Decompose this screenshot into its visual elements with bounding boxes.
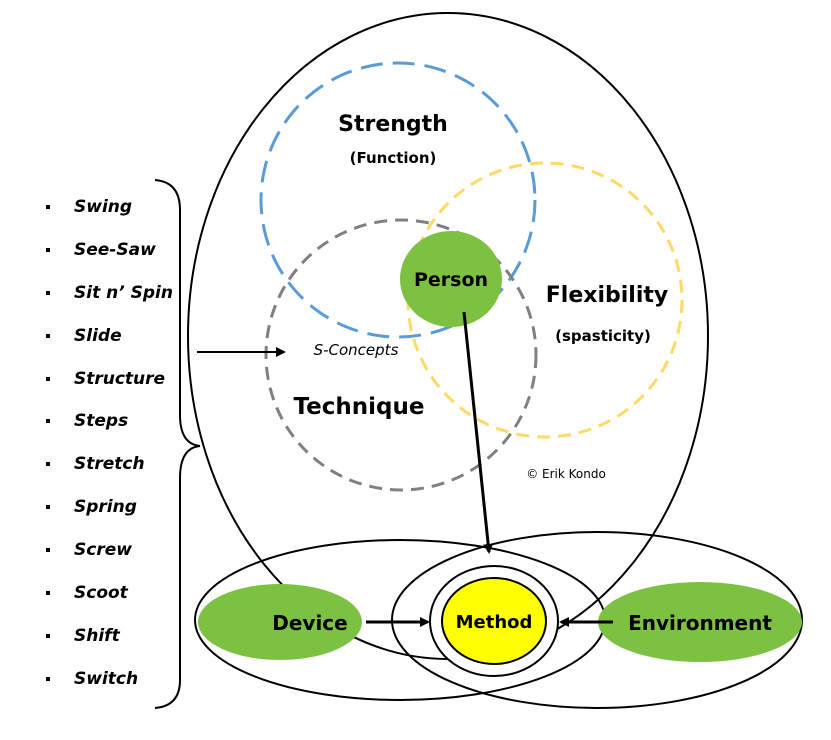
list-item-label: Swing [74,197,133,217]
list-item-label: Sit n’ Spin [74,283,173,303]
list-item-stretch: Stretch [46,453,145,475]
environment-context-ellipse [391,531,803,709]
bullet-icon [46,334,50,338]
list-item-sit-n-spin: Sit n’ Spin [46,282,173,304]
strength-circle [259,61,537,339]
bullet-icon [46,591,50,595]
bullet-icon [46,419,50,423]
bullet-icon [46,377,50,381]
bullet-icon [46,205,50,209]
environment-label: Environment [628,611,772,635]
person-to-method-arrow [462,311,494,554]
device-node [198,584,362,660]
spasticity-label: (spasticity) [555,327,651,345]
list-item-spring: Spring [46,496,137,518]
list-item-structure: Structure [46,368,165,390]
bullet-icon [46,677,50,681]
bullet-icon [46,291,50,295]
list-item-label: Slide [74,326,122,346]
list-item-screw: Screw [46,539,132,561]
list-item-label: Steps [74,411,129,431]
method-label: Method [456,612,533,633]
list-item-label: See-Saw [74,240,156,260]
list-item-label: Shift [74,626,120,646]
method-node [441,577,547,665]
list-item-swing: Swing [46,196,132,218]
list-item-label: Spring [74,497,137,517]
list-item-label: Structure [74,369,166,389]
list-item-label: Switch [74,669,139,689]
list-item-steps: Steps [46,410,128,432]
technique-label: Technique [294,394,425,420]
bullet-icon [46,505,50,509]
bullet-icon [46,634,50,638]
bullet-icon [46,548,50,552]
technique-circle [264,218,538,492]
list-item-label: Screw [74,540,132,560]
person-node [400,231,502,327]
list-item-see-saw: See-Saw [46,239,156,261]
s-concepts-label: S-Concepts [314,341,399,359]
strength-label: Strength [338,112,448,137]
list-brace [154,179,201,709]
flexibility-label: Flexibility [546,283,668,308]
list-item-switch: Switch [46,668,138,690]
list-item-scoot: Scoot [46,582,128,604]
environment-node [598,582,802,662]
bullet-icon [46,248,50,252]
function-label: (Function) [350,149,437,167]
list-item-label: Scoot [74,583,128,603]
bullet-icon [46,462,50,466]
device-label: Device [272,611,347,635]
person-label: Person [414,269,488,291]
list-item-label: Stretch [74,454,145,474]
list-item-slide: Slide [46,325,122,347]
list-item-shift: Shift [46,625,120,647]
copyright-label: © Erik Kondo [526,467,606,481]
